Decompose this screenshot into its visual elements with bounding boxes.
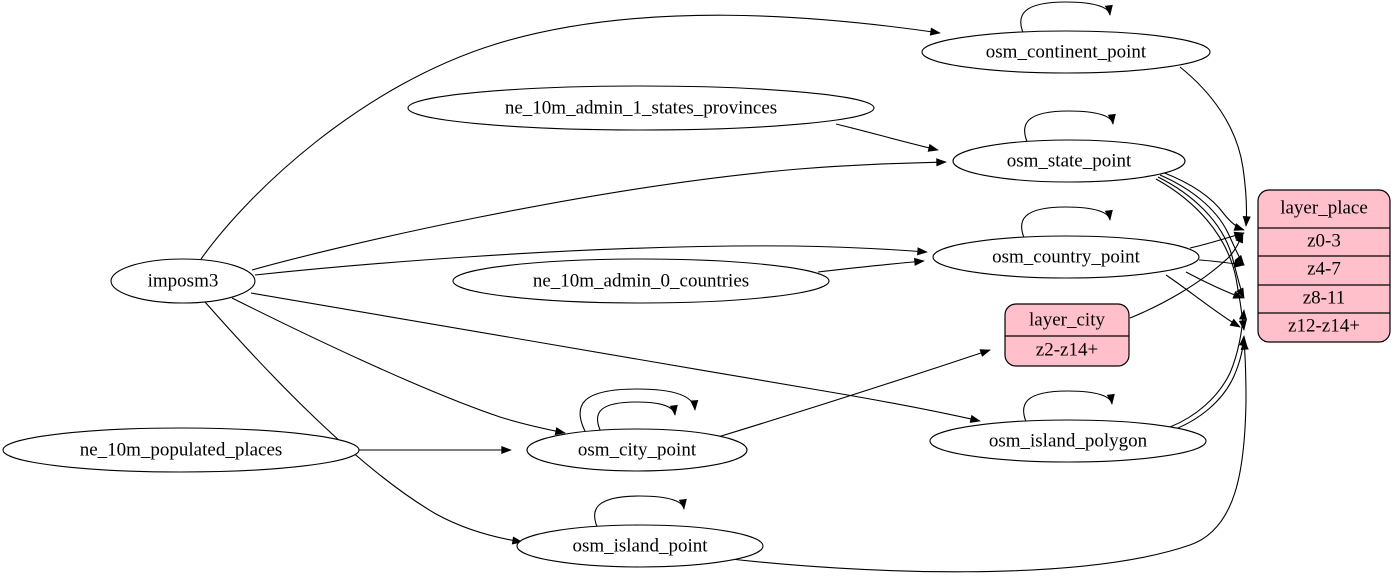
node-label-ne_10m_admin_1_states_provinces: ne_10m_admin_1_states_provinces	[505, 97, 777, 118]
edge-osm_state_point-to-layer_place-z0-3	[1161, 171, 1245, 231]
selfloop-osm_island_point	[594, 495, 687, 534]
selfloop-osm_continent_point	[1020, 1, 1113, 40]
edge-osm_country_point-to-layer_place-z0-3	[1189, 231, 1245, 249]
record-row-layer_place-z0-3[interactable]: z0-3	[1307, 230, 1341, 251]
node-osm_island_polygon[interactable]: osm_island_polygon	[929, 419, 1207, 463]
node-ne_10m_populated_places[interactable]: ne_10m_populated_places	[2, 427, 360, 473]
node-ne_10m_admin_0_countries[interactable]: ne_10m_admin_0_countries	[452, 258, 830, 304]
edge-imposm3-to-osm_state_point	[251, 158, 947, 271]
selfloop-osm_island_polygon	[1023, 390, 1115, 429]
edge-imposm3-to-osm_island_polygon	[250, 292, 981, 423]
node-ne_10m_admin_1_states_provinces[interactable]: ne_10m_admin_1_states_provinces	[407, 85, 875, 131]
edge-ne_countries-to-osm_country_point	[817, 257, 925, 273]
selfloop-osm_country_point	[1021, 206, 1113, 245]
record-row-layer_place-z8-11[interactable]: z8-11	[1303, 287, 1346, 308]
node-label-osm_country_point: osm_country_point	[992, 246, 1140, 267]
node-label-osm_island_polygon: osm_island_polygon	[989, 430, 1148, 451]
edge-osm_island_polygon-to-layer_place-z8-11	[1169, 309, 1248, 428]
record-row-layer_place-z4-7[interactable]: z4-7	[1307, 258, 1341, 279]
edge-imposm3-to-osm_island_point	[204, 301, 523, 545]
record-row-layer_city-z2-z14plus[interactable]: z2-z14+	[1036, 339, 1098, 360]
node-osm_continent_point[interactable]: osm_continent_point	[921, 30, 1211, 74]
node-label-imposm3: imposm3	[148, 270, 219, 291]
node-label-osm_state_point: osm_state_point	[1007, 150, 1132, 171]
edge-osm_island_polygon-to-layer_place-z12-z14	[1172, 335, 1248, 431]
nodes-layer: imposm3 ne_10m_admin_1_states_provinces …	[2, 30, 1211, 568]
edge-osm_island_point-to-layer_place-z12-z14	[721, 339, 1249, 573]
edge-osm_country_point-to-layer_place-z4-7	[1198, 259, 1245, 268]
edge-imposm3-to-osm_city_point	[231, 297, 566, 436]
edge-imposm3-to-osm_continent_point	[200, 14, 941, 260]
node-label-osm_city_point: osm_city_point	[578, 439, 697, 460]
node-osm_country_point[interactable]: osm_country_point	[932, 235, 1200, 279]
edge-imposm3-to-osm_country_point	[254, 245, 928, 276]
node-label-ne_10m_populated_places: ne_10m_populated_places	[80, 439, 283, 460]
edges-layer	[200, 1, 1251, 573]
node-label-osm_continent_point: osm_continent_point	[986, 41, 1147, 62]
record-row-layer_place-z12-z14plus[interactable]: z12-z14+	[1288, 315, 1360, 336]
node-osm_city_point[interactable]: osm_city_point	[526, 428, 748, 472]
edge-osm_continent_point-to-layer_place-z0-3	[1179, 66, 1251, 227]
edge-ne_states-to-osm_state_point	[835, 123, 939, 152]
record-header-layer_place: layer_place	[1280, 197, 1368, 218]
record-header-layer_city: layer_city	[1029, 309, 1105, 330]
edge-layer_city-to-layer_place-z0-3	[1129, 232, 1244, 319]
edge-osm_country_point-to-layer_place-z12-z14	[1165, 274, 1241, 328]
selfloop-osm_state_point	[1024, 110, 1116, 149]
selfloop-osm_city_point-outer	[579, 388, 699, 436]
node-osm_island_point[interactable]: osm_island_point	[516, 524, 764, 568]
node-label-ne_10m_admin_0_countries: ne_10m_admin_0_countries	[533, 270, 749, 291]
record-layer_place[interactable]: layer_place z0-3 z4-7 z8-11 z12-z14+	[1257, 189, 1391, 343]
edge-osm_state_point-to-layer_place-z8-11	[1157, 176, 1245, 299]
edge-osm_state_point-to-layer_place-z4-7	[1159, 174, 1245, 266]
edge-osm_country_point-to-layer_place-z8-11	[1185, 271, 1244, 299]
node-imposm3[interactable]: imposm3	[110, 258, 256, 304]
node-label-osm_island_point: osm_island_point	[572, 535, 708, 556]
node-osm_state_point[interactable]: osm_state_point	[952, 139, 1186, 183]
record-layer_city[interactable]: layer_city z2-z14+	[1004, 303, 1130, 367]
edge-osm_city_point-to-layer_city	[717, 349, 991, 438]
selfloop-osm_city_point-inner	[596, 401, 678, 433]
